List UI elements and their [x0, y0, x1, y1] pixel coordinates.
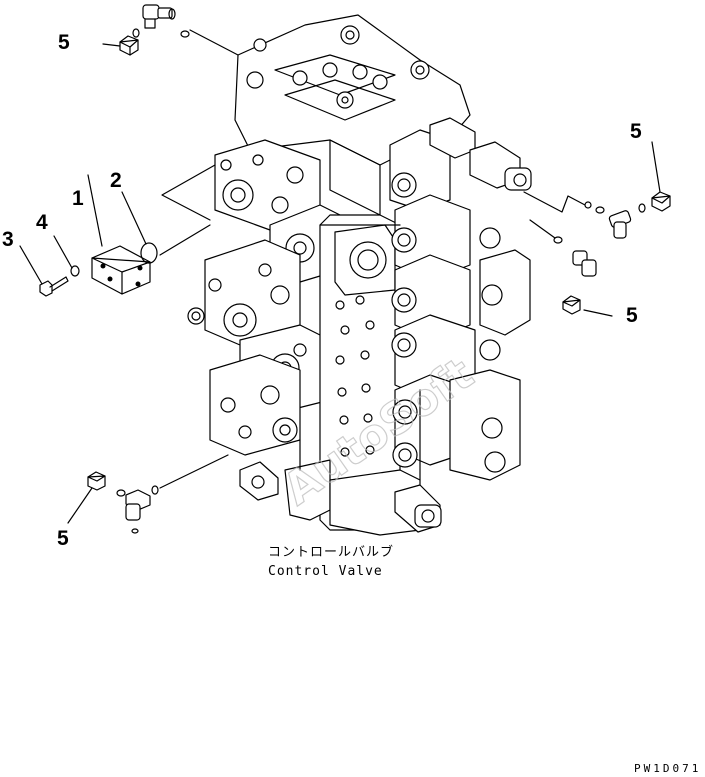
elbow-fitting-mid-right	[572, 250, 597, 277]
drawing-code: PW1D071	[634, 762, 701, 775]
caption-japanese: コントロールバルブ	[268, 544, 394, 560]
nut-cap-part-5-right-bottom	[562, 295, 581, 315]
elbow-fitting-bottom-left	[116, 485, 159, 534]
washer-part-4	[70, 265, 80, 277]
callout-2: 2	[110, 169, 122, 192]
elbow-fitting-right	[553, 201, 632, 244]
control-valve-body	[187, 14, 532, 536]
leader-lines	[19, 29, 661, 524]
nut-cap-part-5-top-left	[119, 28, 140, 56]
cover-plate-part-1	[91, 245, 151, 295]
callout-numbers: 1 2 3 4 5 5 5 5	[2, 31, 642, 550]
nut-cap-part-5-right-top	[638, 191, 671, 213]
callout-1: 1	[72, 187, 84, 210]
caption-english: Control Valve	[268, 564, 383, 579]
callout-3: 3	[2, 228, 14, 251]
callout-5-bottom-left: 5	[57, 527, 69, 550]
nut-cap-part-5-bottom-left	[87, 471, 106, 491]
callout-5-right-top: 5	[630, 120, 642, 143]
callout-5-top-left: 5	[58, 31, 70, 54]
bolt-part-3	[39, 276, 69, 297]
callout-5-right-bottom: 5	[626, 304, 638, 327]
callout-4: 4	[36, 211, 48, 234]
elbow-fitting-top	[142, 4, 190, 38]
o-ring-part-2	[140, 242, 158, 264]
